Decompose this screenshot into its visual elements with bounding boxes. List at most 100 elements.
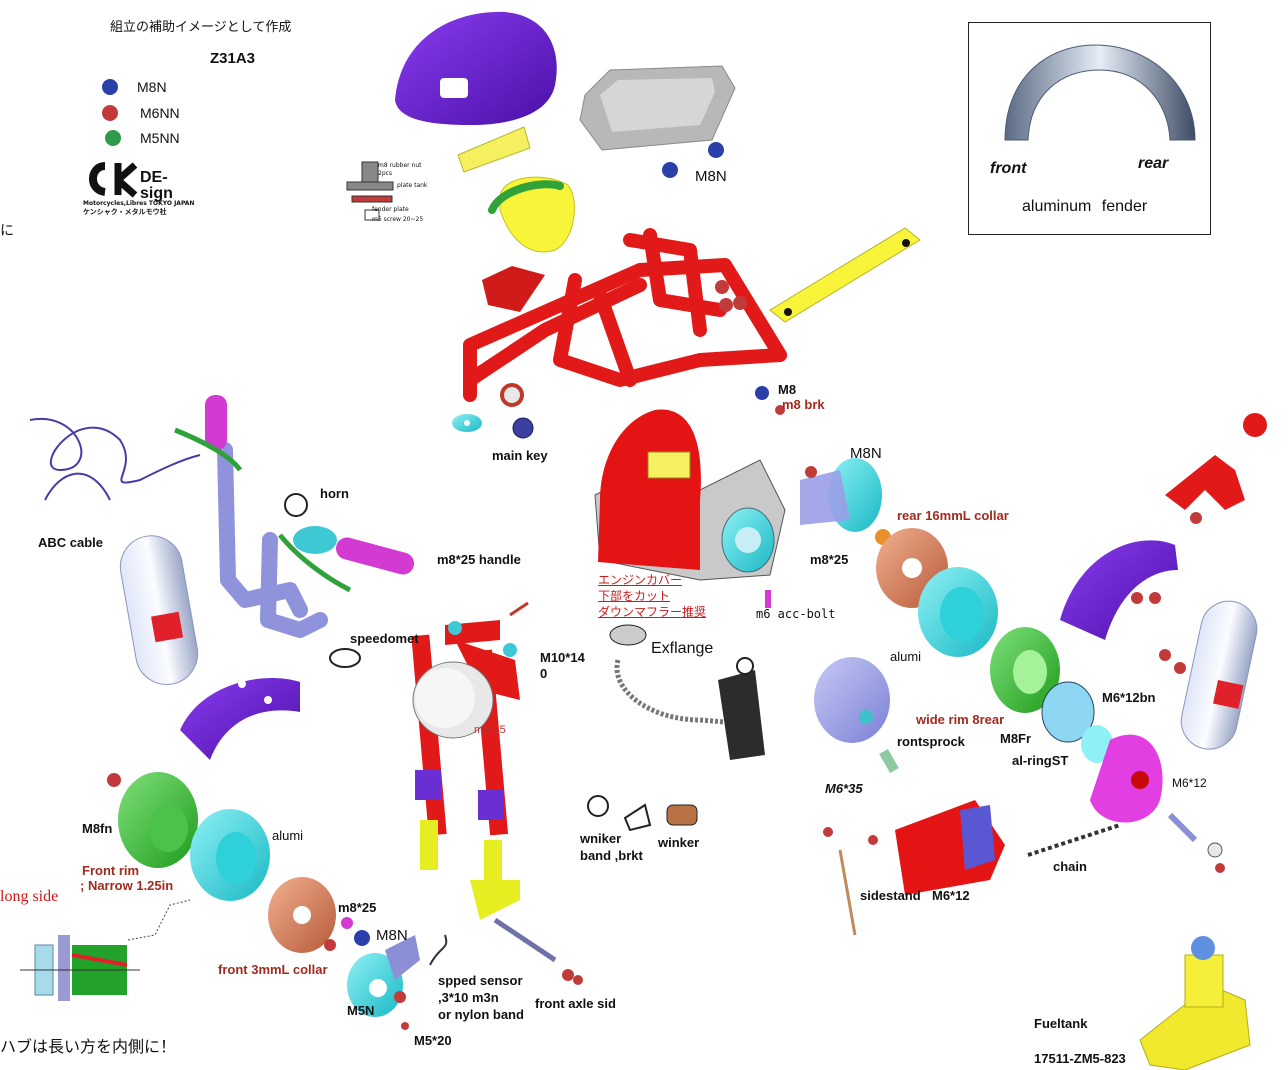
label-rontsprock: rontsprock [897, 734, 965, 749]
label-front-rim-2: ; Narrow 1.25in [80, 878, 174, 893]
label-alumi-left: alumi [272, 828, 304, 843]
label-speed-sensor: spped sensor [438, 973, 523, 988]
label-wniker-band: band ,brkt [580, 848, 643, 863]
legend-m8n-label: M8N [137, 79, 167, 95]
winker-band-icon [587, 795, 609, 817]
label-sidestand-bolt: M6*12 [932, 888, 970, 903]
fender-rear-label: rear [1138, 155, 1169, 172]
label-abc-cable: ABC cable [38, 535, 104, 550]
winker-icon [666, 804, 698, 826]
front-sprocket-disc [814, 657, 890, 743]
rear-sprocket [1041, 681, 1163, 823]
label-m5n: M5N [347, 1003, 375, 1018]
label-wide-rim: wide rim 8rear [916, 712, 1005, 727]
label-al-ringst: al-ringST [1012, 753, 1069, 768]
tank-note-1: m8 rubber nut [378, 162, 422, 169]
label-wniker: wniker [580, 831, 622, 846]
label-m8: M8 [778, 382, 797, 397]
legend-m6nn-icon [102, 105, 118, 121]
engine [594, 409, 786, 581]
label-speedometer: speedomet [350, 631, 419, 646]
label-m8n-left: M8N [376, 927, 408, 944]
label-m8fn: M8fn [82, 821, 113, 836]
label-m6-35: M6*35 [825, 781, 863, 796]
label-m10-14-b: 0 [540, 666, 548, 681]
label-m6-15: m6*15 [474, 724, 506, 736]
label-winker: winker [658, 835, 700, 850]
front-fender [180, 678, 300, 760]
fuel-tank-cover [395, 11, 557, 125]
label-main-key: main key [492, 448, 548, 463]
speedometer-icon [329, 648, 361, 668]
legend-m5nn-icon [105, 130, 121, 146]
label-rear-collar: rear 16mmL collar [897, 508, 1009, 523]
label-speed-sensor-3: or nylon band [438, 1007, 524, 1022]
svg-text:sign: sign [140, 185, 173, 202]
model-code: Z31A3 [210, 50, 256, 67]
label-m6-12: M6*12 [1172, 776, 1207, 790]
fender-caption: aluminum fender [1022, 198, 1148, 215]
logo-sub1: Motorcycles,Libres TOKYO JAPAN [83, 200, 195, 207]
label-m8-25-right: m8*25 [810, 552, 849, 567]
label-long-side: long side [0, 888, 59, 905]
label-alumi-right: alumi [890, 649, 922, 664]
label-front-axle: front axle sid [535, 996, 616, 1011]
main-key-icon [512, 417, 534, 439]
fuel-tank [1139, 936, 1251, 1070]
label-m8-25-handle: m8*25 handle [437, 552, 521, 567]
label-exflange: Exflange [651, 640, 714, 657]
aluminum-fender-box [968, 22, 1211, 235]
label-m8-brk: m8 brk [782, 397, 825, 412]
label-m8fr: M8Fr [1000, 731, 1032, 746]
aluminum-fender-icon [1004, 44, 1196, 141]
label-speed-sensor-2: ,3*10 m3n [438, 990, 499, 1005]
label-m10-14: M10*14 [540, 650, 585, 665]
main-frame [463, 228, 787, 402]
label-sidestand: sidestand [860, 888, 921, 903]
rear-muffler [1180, 600, 1258, 750]
label-m8-25-left: m8*25 [338, 900, 377, 915]
label-fueltank-pn: 17511-ZM5-823 [1034, 1051, 1126, 1066]
header-note: 組立の補助イメージとして作成 [110, 20, 292, 35]
sidestand [838, 849, 857, 936]
label-engine-cover-2: 下部をカット [598, 589, 671, 603]
handlebar [217, 442, 328, 638]
label-engine-cover-1: エンジンカバー [598, 573, 683, 587]
label-m6-acc-bolt: m6 acc-bolt [756, 607, 836, 621]
rear-fender-bracket [1165, 455, 1245, 510]
label-horn: horn [320, 486, 349, 501]
horn-icon [284, 493, 308, 517]
tank-note-4: fender plate [372, 206, 409, 213]
label-m8n-right: M8N [850, 445, 882, 462]
fender-plate [457, 126, 531, 173]
tank-note-3: plate tank [397, 182, 428, 189]
label-fueltank: Fueltank [1034, 1016, 1088, 1031]
legend-m6nn-label: M6NN [140, 105, 180, 121]
ckdesign-logo: DE- sign [82, 158, 192, 202]
label-front-rim: Front rim [82, 863, 140, 878]
tank-note-2: 2pcs [378, 170, 393, 177]
seat-rail [769, 227, 921, 323]
bottom-note: ハブは長い方を内側に！ [0, 1037, 177, 1056]
label-m6-12bn: M6*12bn [1102, 690, 1156, 705]
legend-m5nn-label: M5NN [140, 130, 180, 146]
logo-sub2: ケンシャク・メタルモウ社 [83, 208, 167, 216]
label-m5-20: M5*20 [414, 1033, 452, 1048]
frame-bracket [482, 266, 545, 312]
label-chain: chain [1053, 859, 1087, 874]
abc-cable [29, 417, 201, 501]
tank-mount-schematic [346, 161, 394, 221]
legend-m8n-icon [102, 79, 118, 95]
label-front-collar: front 3mmL collar [218, 962, 328, 977]
chain [1027, 823, 1121, 857]
rear-fender [1060, 540, 1178, 640]
edge-char: に [0, 223, 14, 239]
tank-note-5: m5 screw 20~25 [372, 216, 424, 223]
front-muffler [119, 535, 199, 686]
label-engine-cover-3: ダウンマフラー推奨 [598, 605, 707, 619]
svg-text:DE-: DE- [140, 169, 168, 186]
seat-pad [499, 176, 575, 253]
fender-front-label: front [990, 160, 1027, 177]
exhaust-pipe [614, 659, 726, 725]
